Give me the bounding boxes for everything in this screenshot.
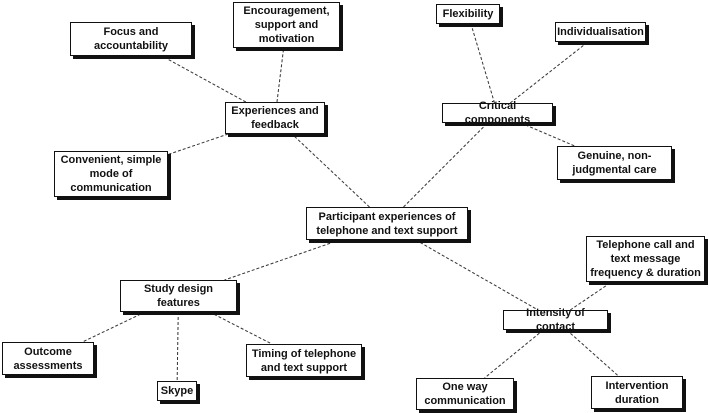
connector-study_design-outcome — [82, 311, 146, 343]
connector-intensity-intervention — [566, 329, 619, 377]
node-timing-of-support: Timing of telephone and text support — [246, 344, 362, 377]
connector-intensity-telephone_call — [569, 281, 612, 311]
node-telephone-call-frequency-duration: Telephone call and text message frequenc… — [586, 236, 705, 282]
node-study-design-features: Study design features — [120, 280, 237, 312]
node-convenient-simple-mode: Convenient, simple mode of communication — [54, 151, 168, 197]
node-one-way-communication: One way communication — [416, 378, 514, 410]
node-genuine-non-judgmental-care: Genuine, non- judgmental care — [557, 146, 672, 180]
node-intervention-duration: Intervention duration — [591, 376, 683, 409]
node-outcome-assessments: Outcome assessments — [2, 342, 94, 375]
node-individualisation: Individualisation — [555, 22, 646, 42]
connector-study_design-skype — [176, 311, 179, 382]
connector-study_design-timing — [209, 311, 273, 345]
node-participant-experiences-central: Participant experiences of telephone and… — [306, 207, 468, 240]
connector-critical-flexibility — [470, 23, 495, 104]
node-intensity-of-contact: Intensity of contact — [503, 307, 608, 333]
node-focus-and-accountability: Focus and accountability — [70, 22, 192, 56]
connector-center-study_design — [224, 239, 340, 281]
node-skype: Skype — [157, 381, 197, 401]
connector-center-critical — [403, 122, 488, 208]
connector-experiences-focus — [161, 55, 247, 103]
connector-critical-individualisation — [509, 41, 589, 104]
connector-intensity-one_way — [484, 329, 544, 379]
node-experiences-and-feedback: Experiences and feedback — [225, 102, 325, 134]
connector-center-intensity — [415, 239, 539, 311]
node-flexibility: Flexibility — [436, 4, 500, 24]
node-encouragement-support-motivation: Encouragement, support and motivation — [233, 2, 340, 48]
node-critical-components: Critical components — [442, 100, 553, 126]
connector-experiences-convenient — [167, 133, 229, 156]
connector-center-experiences — [291, 133, 370, 208]
connector-experiences-encouragement — [276, 47, 285, 103]
